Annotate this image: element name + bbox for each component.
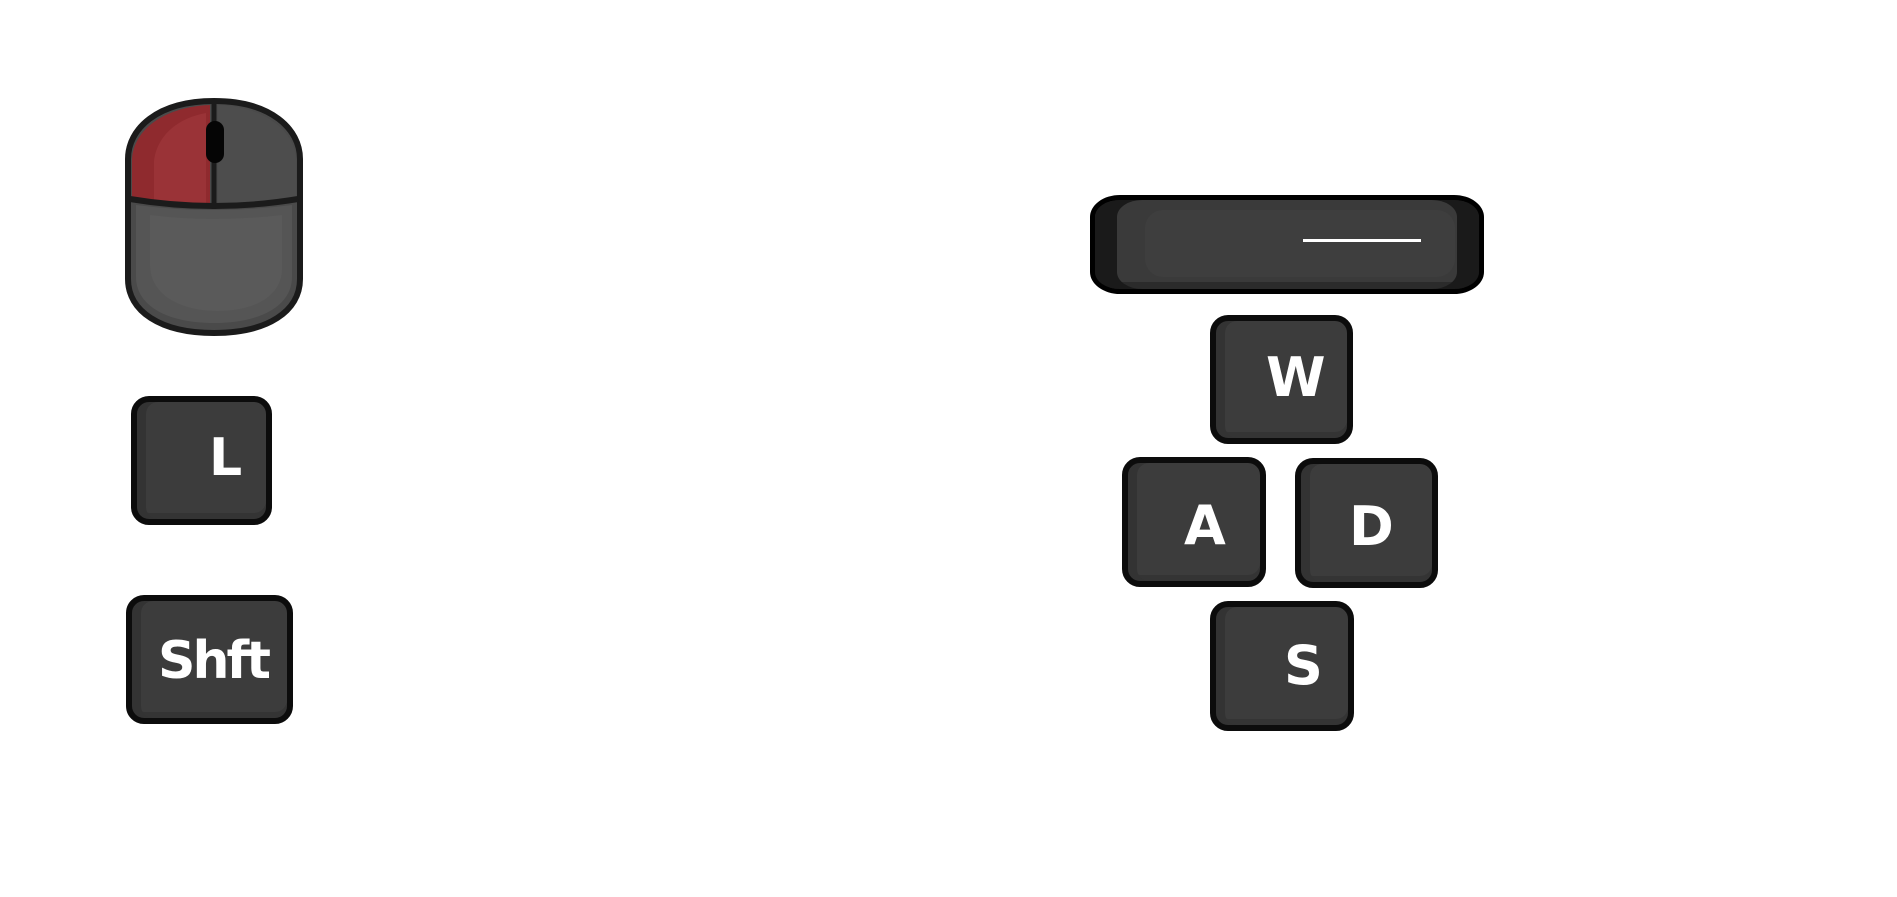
scroll-wheel [206, 121, 224, 163]
key-spacebar [1090, 195, 1484, 294]
spacebar-line [1303, 239, 1421, 242]
key-w-label: W [1266, 346, 1326, 409]
key-w: W [1210, 315, 1353, 444]
key-l: L [131, 396, 272, 525]
key-shift: Shft [126, 595, 293, 724]
mouse-icon [125, 97, 303, 337]
key-d: D [1295, 458, 1438, 588]
key-a-label: A [1184, 494, 1226, 557]
key-shift-label: Shft [158, 631, 271, 691]
key-s-label: S [1284, 634, 1323, 697]
key-d-label: D [1349, 495, 1394, 558]
mouse-right-button [218, 105, 296, 207]
key-l-label: L [209, 428, 242, 488]
key-a: A [1122, 457, 1266, 587]
key-s: S [1210, 601, 1354, 731]
